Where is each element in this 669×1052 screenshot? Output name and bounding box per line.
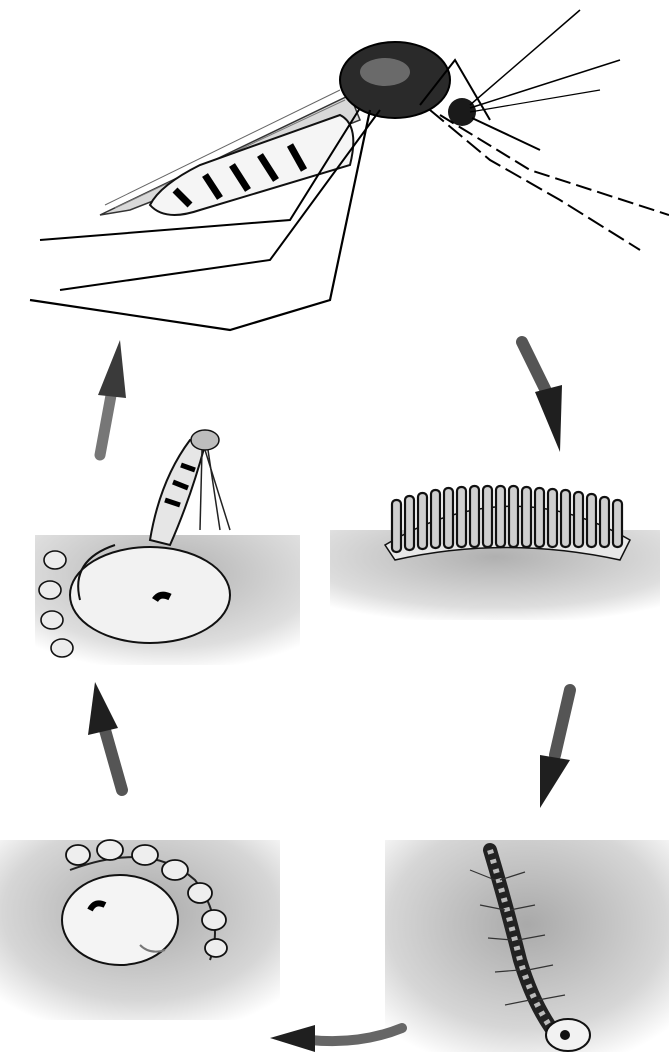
arrow-pupa-to-emerging — [88, 682, 122, 790]
larva-icon — [385, 840, 669, 1052]
arrow-emerging-to-adult — [98, 340, 126, 455]
emerging-adult-icon — [35, 430, 300, 665]
mosquito-adult-icon — [30, 10, 669, 330]
egg-raft-icon — [330, 486, 660, 620]
arrow-larva-to-pupa — [270, 1025, 402, 1052]
pupa-icon — [0, 840, 280, 1020]
arrow-eggs-to-larva — [540, 690, 570, 808]
arrow-adult-to-eggs — [522, 342, 562, 452]
